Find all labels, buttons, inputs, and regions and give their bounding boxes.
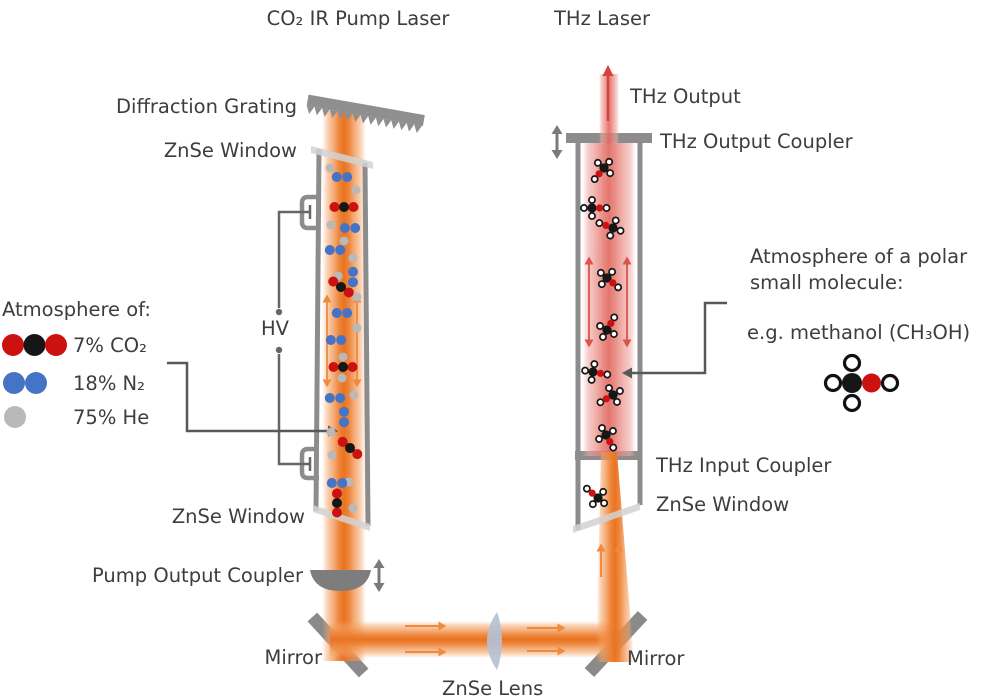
legend-co2-dots [2,334,67,356]
n2-molecule [339,406,349,428]
he-atom [351,185,361,195]
legend-item-n2: 18% N₂ [73,372,145,395]
ch3oh-molecule [582,484,609,509]
he-atom [326,220,336,230]
co2-molecule [328,362,358,372]
he-atom [352,323,362,333]
atmosphere-polar-label: Atmosphere of a polar small molecule: [750,245,968,294]
n2-molecules [324,172,361,488]
znse-window-top-label: ZnSe Window [163,139,297,162]
n2-molecule [331,308,353,318]
ch3oh-molecule [596,267,623,292]
legend-pointer [167,361,338,437]
znse-window-top-optic [311,146,373,169]
co2-molecule [329,202,359,212]
methanol-diagram [823,353,900,413]
ch3oh-molecule [595,216,625,240]
pump-horizontal-beam [330,621,618,658]
he-atom [325,163,335,173]
ch3oh-molecule [595,424,618,452]
ch3oh-molecule [581,360,612,384]
thz-laser-title: THz Laser [554,7,650,30]
znse-lens-optic [487,612,502,670]
atmosphere-pointer [622,301,727,379]
he-atom [352,292,362,302]
legend-title: Atmosphere of: [2,298,151,321]
methanol-example-label: e.g. methanol (CH₃OH) [747,321,971,344]
co2-molecules [328,202,363,518]
legend-item-he: 75% He [73,406,150,429]
co2-molecule [328,276,354,298]
hv-wire-bottom [277,354,310,466]
n2-molecule [331,172,353,182]
he-atom [327,450,337,460]
n2-molecule [348,266,358,288]
beam-direction-arrows [405,543,624,657]
thz-output-coupler-label: THz Output Coupler [660,130,853,153]
pump-laser-title: CO₂ IR Pump Laser [266,7,450,30]
n2-molecule [325,335,347,345]
he-atoms [325,163,362,513]
legend-item-co2: 7% CO₂ [73,334,147,357]
ch3oh-molecules [580,157,625,509]
znse-window-bottom-label: ZnSe Window [171,505,305,528]
he-atom [348,253,358,263]
znse-lens-label: ZnSe Lens [442,677,544,699]
znse-window-right-label: ZnSe Window [656,493,790,516]
znse-window-bottom-optic [313,505,370,531]
legend-he-dot [4,406,26,428]
pump-output-coupler-label: Pump Output Coupler [92,564,303,587]
he-atom [338,352,348,362]
thz-tube-walls [575,143,643,530]
co2-molecule [337,436,363,460]
legend-n2-dots [3,372,47,394]
pump-output-coupler-optic [310,570,371,591]
thz-output-label: THz Output [630,85,741,108]
he-atom [339,236,349,246]
hv-label: HV [261,317,290,340]
mirror-left-label: Mirror [264,646,322,669]
he-atom [326,427,336,437]
n2-molecule [326,478,348,488]
n2-molecule [339,223,361,233]
ch3oh-molecule [580,196,611,220]
n2-molecule [324,245,346,255]
legend-dots [2,334,67,428]
ch3oh-molecule [596,313,619,341]
thz-standing-wave-arrows [584,256,632,348]
he-atom [349,390,359,400]
he-atom [337,373,347,383]
ch3oh-molecule [590,157,615,184]
hv-wire-top [277,210,310,308]
ch3oh-molecule [596,384,624,407]
diffraction-grating-label: Diffraction Grating [116,95,297,118]
znse-window-right-optic [573,503,640,533]
mirror-right-label: Mirror [627,647,685,670]
diffraction-grating-optic [306,94,425,133]
he-atom [348,503,358,513]
n2-molecule [324,393,346,403]
thz-input-coupler-label: THz Input Coupler [656,454,832,477]
hv-circuit [275,194,319,481]
co2-molecule [332,488,342,518]
